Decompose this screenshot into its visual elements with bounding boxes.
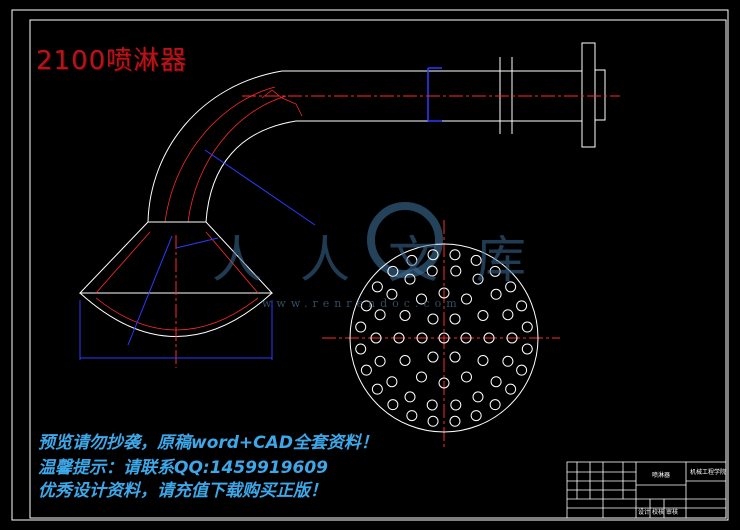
nozzle-hole — [461, 293, 472, 305]
nozzle-hole — [426, 265, 438, 277]
nozzle-hole — [450, 265, 462, 277]
nozzle-hole — [426, 399, 438, 411]
nozzle-hole — [449, 415, 461, 427]
nozzle-hole — [374, 355, 386, 367]
nozzle-hole — [370, 332, 382, 344]
title-block-label-3: 审核 — [666, 508, 678, 516]
drawing-title: 2100喷淋器 — [36, 46, 188, 76]
nozzle-hole — [406, 254, 418, 266]
nozzle-hole — [355, 321, 367, 333]
nozzle-hole — [387, 399, 399, 411]
dimension-lines — [79, 149, 316, 360]
nozzle-hole — [521, 321, 533, 333]
nozzle-hole — [502, 309, 514, 321]
nozzle-hole — [360, 364, 372, 376]
nozzle-hole — [490, 376, 502, 388]
title-block-company: 机械工程学院 — [690, 468, 726, 476]
title-block-project: 喷淋器 — [652, 471, 670, 479]
nozzle-hole — [438, 377, 450, 389]
nozzle-hole — [399, 310, 411, 321]
nozzle-hole — [404, 391, 416, 403]
nozzle-hole — [505, 383, 517, 395]
nozzle-hole — [386, 288, 398, 300]
outer-frame — [11, 9, 729, 521]
center-lines — [175, 95, 620, 448]
nozzle-hole — [393, 332, 405, 344]
nozzle-hole — [416, 293, 427, 305]
elbow-pipe — [147, 70, 303, 223]
nozzle-hole — [505, 281, 517, 293]
notice-line-1: 预览请勿抄袭，原稿word+CAD全套资料！ — [38, 433, 378, 453]
nozzle-hole — [516, 300, 528, 312]
nozzle-hole — [387, 265, 399, 277]
nozzle-hole — [360, 300, 372, 312]
nozzle-hole — [355, 343, 367, 355]
nozzle-hole — [516, 364, 528, 376]
nozzle-hole — [449, 313, 461, 325]
nozzle-hole — [483, 332, 495, 344]
nozzle-hole — [461, 371, 472, 383]
nozzle-holes — [355, 249, 533, 427]
nozzle-hole — [399, 355, 411, 366]
nozzle-hole — [472, 391, 484, 403]
nozzle-hole — [450, 399, 462, 411]
nozzle-hole — [406, 410, 418, 422]
watermark-url: www.renrendoc.com — [262, 297, 462, 310]
nozzle-plate — [349, 243, 539, 433]
nozzle-hole — [460, 332, 472, 344]
notice-line-3: 优秀设计资料，请充值下载购买正版！ — [38, 481, 327, 501]
nozzle-hole — [404, 273, 416, 285]
nozzle-hole — [416, 332, 428, 344]
nozzle-hole — [427, 351, 439, 363]
nozzle-hole — [427, 415, 439, 427]
nozzle-hole — [449, 249, 461, 261]
nozzle-hole — [477, 355, 489, 366]
watermark-logo — [367, 202, 443, 278]
pipe-section-mark — [427, 67, 442, 122]
nozzle-hole — [489, 399, 501, 411]
nozzle-hole — [386, 376, 398, 388]
nozzle-hole — [416, 371, 427, 383]
nozzle-hole — [490, 288, 502, 300]
nozzle-hole — [506, 332, 518, 344]
nozzle-hole — [427, 249, 439, 261]
title-block-label-1: 设计 — [638, 508, 650, 516]
inner-frame — [29, 19, 727, 519]
nozzle-hole — [371, 281, 383, 293]
nozzle-hole — [449, 351, 461, 363]
nozzle-hole — [521, 343, 533, 355]
title-block — [566, 461, 727, 519]
notice-line-2: 温馨提示：请联系QQ:1459919609 — [38, 458, 328, 478]
pipe-flange — [581, 42, 606, 148]
nozzle-hole — [438, 332, 450, 344]
nozzle-hole — [502, 355, 514, 367]
nozzle-hole — [374, 309, 386, 321]
nozzle-hole — [427, 313, 439, 325]
title-block-label-2: 校核 — [652, 508, 664, 516]
nozzle-hole — [470, 410, 482, 422]
watermark-text: 人人文库 — [212, 231, 564, 289]
nozzle-hole — [371, 383, 383, 395]
nozzle-hole — [470, 254, 482, 266]
nozzle-hole — [472, 273, 484, 285]
nozzle-hole — [438, 287, 450, 299]
nozzle-hole — [489, 265, 501, 277]
nozzle-hole — [477, 310, 489, 321]
